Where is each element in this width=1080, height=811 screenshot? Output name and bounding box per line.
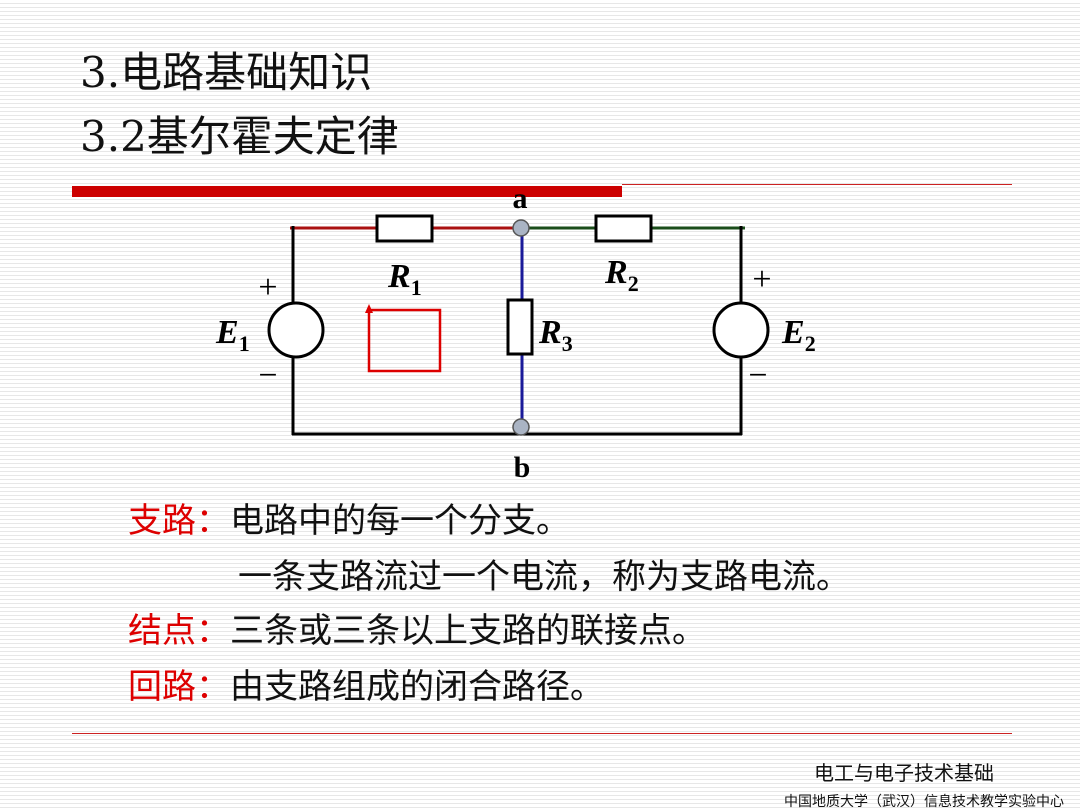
header-accent-bar: [72, 186, 622, 197]
node-term: 结点：: [128, 611, 230, 651]
source-e2: [712, 301, 770, 359]
resistor-r1: [375, 214, 434, 243]
e1-label: E1: [215, 314, 250, 356]
loop-term: 回路：: [128, 667, 230, 707]
branch-term: 支路：: [128, 501, 230, 541]
node-text: 三条或三条以上支路的联接点。: [230, 611, 706, 651]
branch-current-text: 一条支路流过一个电流，称为支路电流。: [238, 557, 850, 597]
e2-label: E2: [781, 314, 816, 356]
e1-plus-sign: +: [258, 269, 277, 306]
node-definition: 结点：三条或三条以上支路的联接点。: [128, 614, 706, 648]
r1-label: R1: [387, 258, 422, 300]
e1-minus-sign: −: [258, 357, 277, 394]
loop-indicator: [367, 308, 442, 373]
node-b-label: b: [514, 451, 531, 484]
header-rule: [622, 184, 1012, 185]
slide-title: 3.电路基础知识: [80, 48, 373, 97]
r2-label: R2: [604, 254, 639, 296]
loop-arrow-icon: [365, 304, 373, 313]
institution-name: 中国地质大学（武汉）信息技术教学实验中心: [784, 794, 1064, 810]
e2-minus-sign: −: [748, 357, 767, 394]
loop-text: 由支路组成的闭合路径。: [230, 667, 604, 707]
r3-label: R3: [538, 314, 573, 356]
node-b-dot: [512, 418, 530, 436]
branch-definition: 支路：电路中的每一个分支。: [128, 504, 570, 538]
e2-plus-sign: +: [752, 261, 771, 298]
source-e1: [267, 301, 325, 359]
loop-definition: 回路：由支路组成的闭合路径。: [128, 670, 604, 704]
branch-text: 电路中的每一个分支。: [230, 501, 570, 541]
node-a-dot: [512, 219, 530, 237]
resistor-r3: [506, 298, 534, 356]
course-name: 电工与电子技术基础: [814, 761, 994, 785]
footer-rule: [72, 733, 1012, 734]
node-a-label: a: [513, 182, 528, 215]
resistor-r2: [594, 214, 653, 243]
slide-subtitle: 3.2基尔霍夫定律: [80, 112, 399, 161]
